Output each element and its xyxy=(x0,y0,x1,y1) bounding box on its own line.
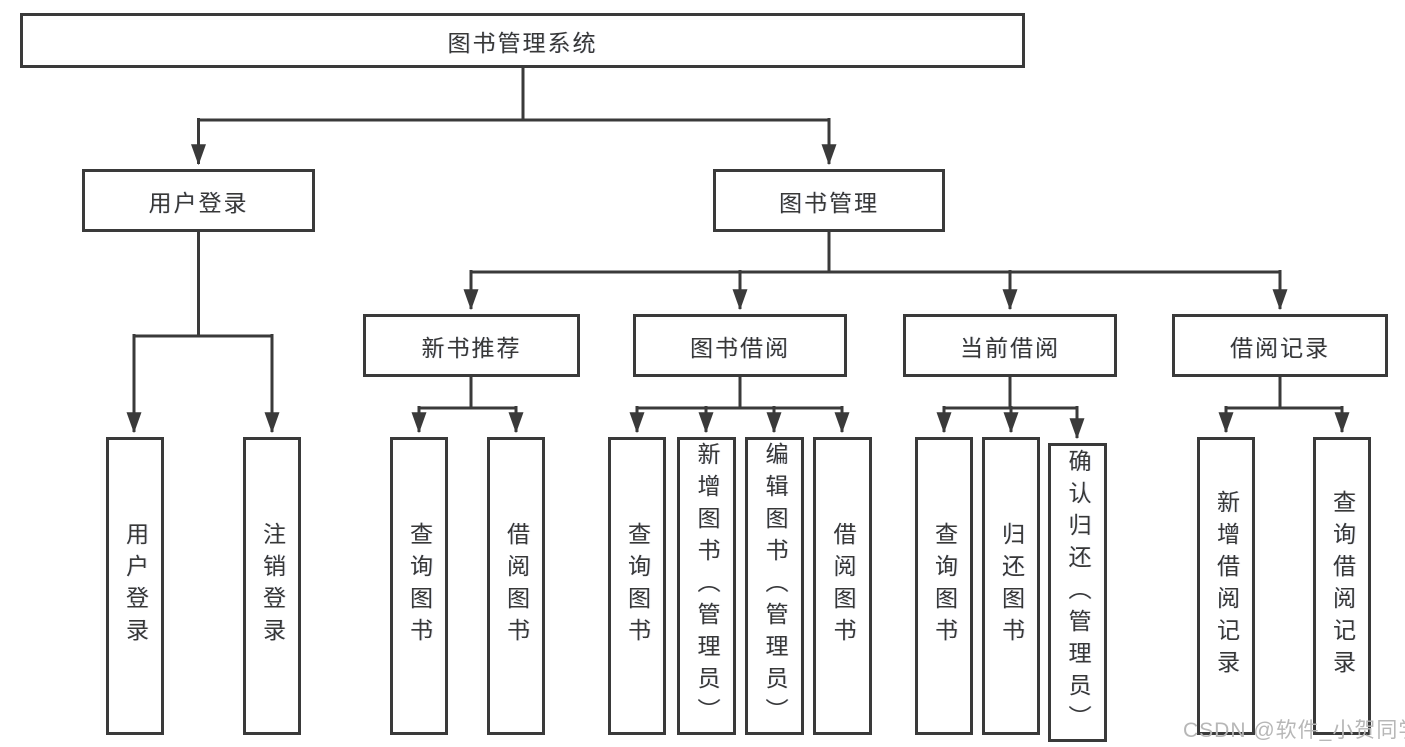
node-root: 图书管理系统 xyxy=(20,13,1025,68)
node-label: 图书管理 xyxy=(779,189,879,216)
node-label: 借阅图书 xyxy=(830,522,856,650)
node-label: 图书借阅 xyxy=(690,334,790,361)
node-user-login: 用户登录 xyxy=(82,169,315,232)
node-current-borrow: 当前借阅 xyxy=(903,314,1117,377)
node-label: 用户登录 xyxy=(148,189,249,216)
connector-book-borrow xyxy=(635,377,844,410)
node-label: 图书管理系统 xyxy=(447,29,598,56)
node-label: 注销登录 xyxy=(259,522,286,650)
node-book-management: 图书管理 xyxy=(713,169,945,232)
node-label: 查询图书 xyxy=(624,522,651,650)
leaf-user-login: 用户登录 xyxy=(106,437,164,735)
leaf-return-book: 归还图书 xyxy=(982,437,1040,735)
leaf-query-book-current: 查询图书 xyxy=(915,437,973,735)
leaf-query-borrow-record: 查询借阅记录 xyxy=(1313,437,1371,735)
node-label: 查询图书 xyxy=(406,522,433,650)
node-label: 查询借阅记录 xyxy=(1329,490,1356,682)
node-borrow-records: 借阅记录 xyxy=(1172,314,1388,377)
leaf-edit-book-admin: 编辑图书（管理员） xyxy=(745,437,804,735)
leaf-borrow-book: 借阅图书 xyxy=(813,437,872,735)
node-label: 归还图书 xyxy=(998,522,1025,650)
node-label: 新增借阅记录 xyxy=(1213,490,1240,682)
connector-book-management xyxy=(469,232,1282,274)
leaf-query-book-newbook: 查询图书 xyxy=(390,437,448,735)
leaf-confirm-return-admin: 确认归还（管理员） xyxy=(1048,443,1107,742)
connector-new-book xyxy=(417,377,518,410)
leaf-query-book-borrow: 查询图书 xyxy=(608,437,666,735)
node-book-borrow: 图书借阅 xyxy=(633,314,847,377)
leaf-add-borrow-record: 新增借阅记录 xyxy=(1197,437,1255,735)
node-label: 当前借阅 xyxy=(960,334,1060,361)
leaf-add-book-admin: 新增图书（管理员） xyxy=(677,437,736,735)
leaf-borrow-book-newbook: 借阅图书 xyxy=(487,437,545,735)
node-label: 借阅记录 xyxy=(1230,334,1330,361)
connector-borrow-records xyxy=(1224,377,1344,410)
connector-user-login xyxy=(132,232,274,338)
node-label: 借阅图书 xyxy=(503,522,530,650)
connector-root xyxy=(197,68,830,122)
csdn-watermark: CSDN @软件_小贺同学 xyxy=(1183,719,1405,742)
connector-current-borrow xyxy=(942,377,1079,410)
node-label: 确认归还（管理员） xyxy=(1065,448,1091,737)
node-label: 查询图书 xyxy=(931,522,958,650)
node-label: 新增图书（管理员） xyxy=(694,442,720,730)
node-new-book-recommend: 新书推荐 xyxy=(363,314,580,377)
leaf-logout: 注销登录 xyxy=(243,437,301,735)
node-label: 编辑图书（管理员） xyxy=(762,442,788,730)
node-label: 新书推荐 xyxy=(421,334,522,361)
node-label: 用户登录 xyxy=(122,522,149,650)
